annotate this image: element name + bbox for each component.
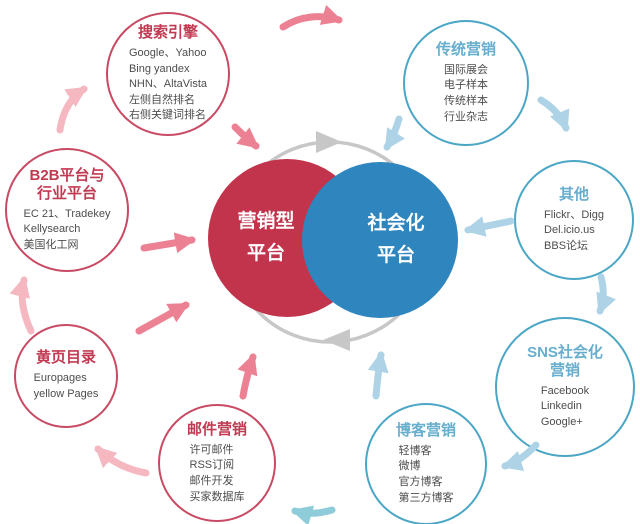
item: RSS订阅 (189, 459, 235, 472)
node-sns-marketing-title: SNS社会化 营销 (527, 344, 603, 380)
item: yellow Pages (33, 388, 99, 400)
arrow-email-to-ring (237, 353, 258, 400)
item: EC 21、Tradekey (23, 207, 111, 220)
label-line: 平台 (376, 245, 415, 266)
item: Del.icio.us (544, 224, 595, 237)
node-email-marketing-title: 邮件营销 (187, 421, 247, 439)
node-other-items: Flickr、Digg Del.icio.us BBS论坛 (544, 208, 604, 255)
item: Bing yandex (128, 62, 190, 75)
node-yellow-pages-items: Europages yellow Pages (34, 371, 99, 402)
center-circle-social-platform: 社会化 平台 (302, 162, 458, 318)
title-line: SNS社会化 (527, 343, 603, 361)
node-blog-marketing: 博客营销 轻博客 微博 官方博客 第三方博客 (365, 403, 487, 524)
arrow-other-to-sns (596, 273, 616, 315)
node-traditional-marketing-items: 国际展会 电子样本 传统样本 行业杂志 (444, 63, 488, 125)
label-line: 社会化 (367, 212, 425, 234)
item: 许可邮件 (189, 443, 234, 456)
title-line: 其他 (558, 185, 589, 203)
node-search-engines: 搜索引擎 Google、Yahoo Bing yandex NHN、AltaVi… (106, 12, 230, 136)
arrow-yellowpages-to-b2b (9, 275, 35, 335)
item: Flickr、Digg (544, 208, 604, 221)
item: 第三方博客 (398, 491, 454, 504)
arrow-search-to-traditional (279, 4, 344, 31)
arrow-traditional-to-ring (383, 115, 405, 151)
social-platform-label: 社会化 平台 (367, 208, 424, 273)
item: 电子样本 (444, 79, 488, 92)
title-line: 营销 (549, 361, 580, 379)
item: 右侧关键词排名 (128, 109, 206, 122)
node-b2b-platforms-title: B2B平台与 行业平台 (29, 167, 104, 203)
title-line: 邮件营销 (186, 420, 247, 438)
node-traditional-marketing: 传统营销 国际展会 电子样本 传统样本 行业杂志 (403, 20, 529, 146)
arrow-b2b-to-center (140, 232, 197, 254)
arrow-traditional-to-other (537, 96, 570, 132)
arrow-other-to-center (463, 216, 515, 237)
title-line: B2B平台与 (29, 166, 105, 184)
node-traditional-marketing-title: 传统营销 (436, 41, 496, 59)
item: Kellysearch (23, 223, 81, 236)
node-b2b-platforms: B2B平台与 行业平台 EC 21、Tradekey Kellysearch 美… (5, 148, 129, 272)
item: 国际展会 (444, 63, 488, 76)
arrow-search-to-ring (231, 123, 260, 150)
node-yellow-pages: 黄页目录 Europages yellow Pages (14, 324, 118, 428)
item: 左侧自然排名 (128, 93, 195, 106)
node-other-title: 其他 (559, 186, 589, 204)
title-line: 黄页目录 (35, 349, 96, 367)
item: 轻博客 (398, 444, 432, 457)
label-line: 营销型 (237, 210, 295, 232)
arrow-sns-to-blog (500, 441, 540, 472)
ring-arrowhead-bottom (323, 329, 350, 351)
marketing-platform-label: 营销型 平台 (237, 206, 294, 271)
item: 邮件开发 (189, 475, 234, 487)
node-yellow-pages-title: 黄页目录 (36, 349, 96, 367)
ring-arrowhead-top (316, 131, 342, 153)
title-line: 博客营销 (395, 421, 456, 439)
node-email-marketing-items: 许可邮件 RSS订阅 邮件开发 买家数据库 (190, 443, 245, 505)
node-sns-marketing-items: Facebook Linkedin Google+ (541, 384, 589, 431)
label-line: 平台 (246, 243, 285, 264)
arrow-yellowpages-to-center (135, 301, 190, 335)
item: Facebook (540, 384, 590, 397)
arrow-email-to-yellowpages (94, 445, 150, 477)
item: 微博 (398, 460, 421, 473)
arrow-b2b-to-search (56, 85, 88, 134)
node-b2b-platforms-items: EC 21、Tradekey Kellysearch 美国化工网 (23, 207, 110, 254)
node-blog-marketing-items: 轻博客 微博 官方博客 第三方博客 (399, 444, 454, 506)
item: 官方博客 (398, 476, 443, 488)
node-search-engines-title: 搜索引擎 (138, 24, 198, 42)
arrow-blog-to-email (290, 505, 336, 524)
node-email-marketing: 邮件营销 许可邮件 RSS订阅 邮件开发 买家数据库 (158, 404, 276, 522)
item: BBS论坛 (544, 239, 589, 252)
title-line: 行业平台 (36, 184, 97, 202)
node-blog-marketing-title: 博客营销 (396, 422, 456, 440)
item: 行业杂志 (444, 110, 488, 123)
item: 传统样本 (444, 95, 488, 107)
arrow-blog-to-ring (367, 350, 389, 400)
node-sns-marketing: SNS社会化 营销 Facebook Linkedin Google+ (495, 317, 635, 457)
item: Google、Yahoo (128, 46, 207, 59)
item: Google+ (540, 415, 583, 428)
item: 买家数据库 (189, 490, 245, 503)
title-line: 传统营销 (435, 40, 496, 58)
item: Europages (33, 372, 87, 385)
node-search-engines-items: Google、Yahoo Bing yandex NHN、AltaVista 左… (129, 46, 207, 124)
title-line: 搜索引擎 (137, 23, 198, 41)
item: 美国化工网 (23, 238, 79, 251)
item: Linkedin (540, 400, 582, 413)
node-other: 其他 Flickr、Digg Del.icio.us BBS论坛 (514, 160, 634, 280)
item: NHN、AltaVista (128, 78, 208, 91)
